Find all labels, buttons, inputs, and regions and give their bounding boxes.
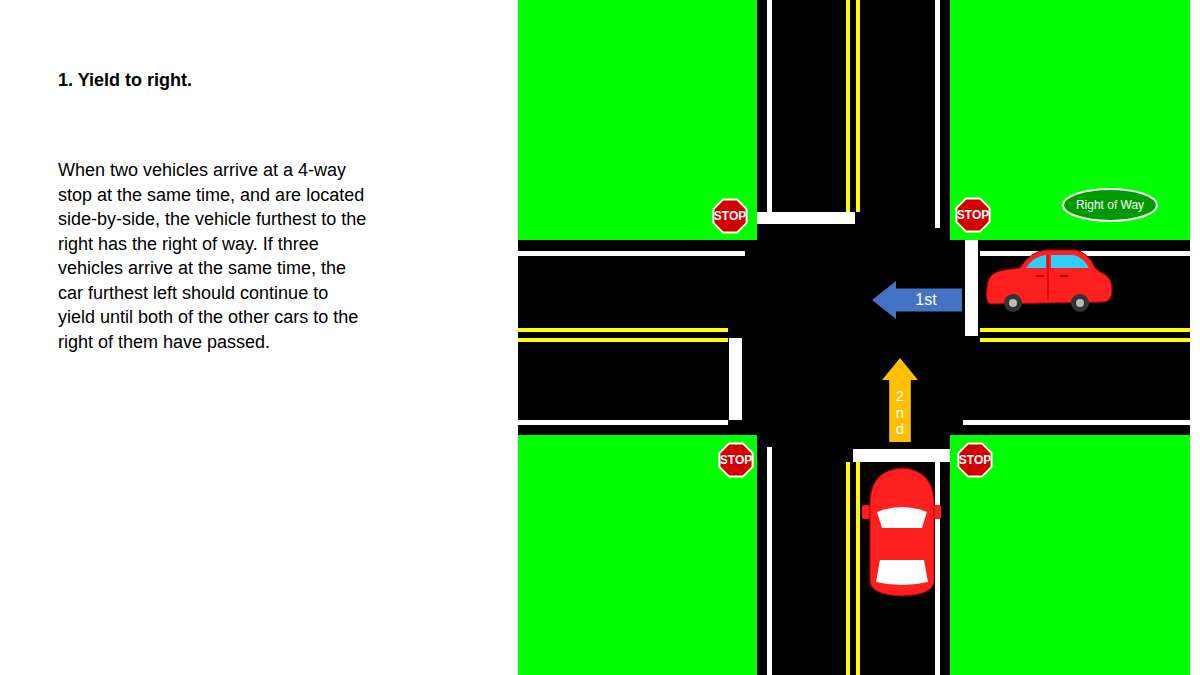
edge-lines xyxy=(518,0,1190,675)
first-arrow-text: 1st xyxy=(915,291,936,309)
stop-sign-text: STOP xyxy=(959,453,991,467)
grass-corner xyxy=(518,435,757,675)
right-of-way-badge-text: Right of Way xyxy=(1075,199,1145,212)
grass-corner xyxy=(950,435,1190,675)
stop-sign: STOP xyxy=(711,197,749,235)
grass-corner xyxy=(950,0,1190,240)
stop-sign-text: STOP xyxy=(714,209,746,223)
right-of-way-badge: Right of Way xyxy=(1062,188,1158,222)
stop-sign-text: STOP xyxy=(957,208,989,222)
stop-sign-text: STOP xyxy=(720,453,752,467)
second-arrow-text: 2nd xyxy=(893,388,908,438)
stop-lines xyxy=(729,212,978,462)
top-view-car xyxy=(862,468,941,596)
first-arrow: 1st xyxy=(872,281,962,319)
grass-corner xyxy=(518,0,757,240)
stop-sign: STOP xyxy=(717,441,755,479)
slide-title: 1. Yield to right. xyxy=(58,70,192,91)
stop-sign: STOP xyxy=(954,196,992,234)
road-surface xyxy=(518,0,1190,675)
second-arrow: 2nd xyxy=(882,358,918,442)
stop-sign: STOP xyxy=(956,441,994,479)
center-lines xyxy=(518,0,1190,675)
explanation-text: When two vehicles arrive at a 4-way stop… xyxy=(58,158,368,354)
side-view-car xyxy=(986,250,1112,312)
